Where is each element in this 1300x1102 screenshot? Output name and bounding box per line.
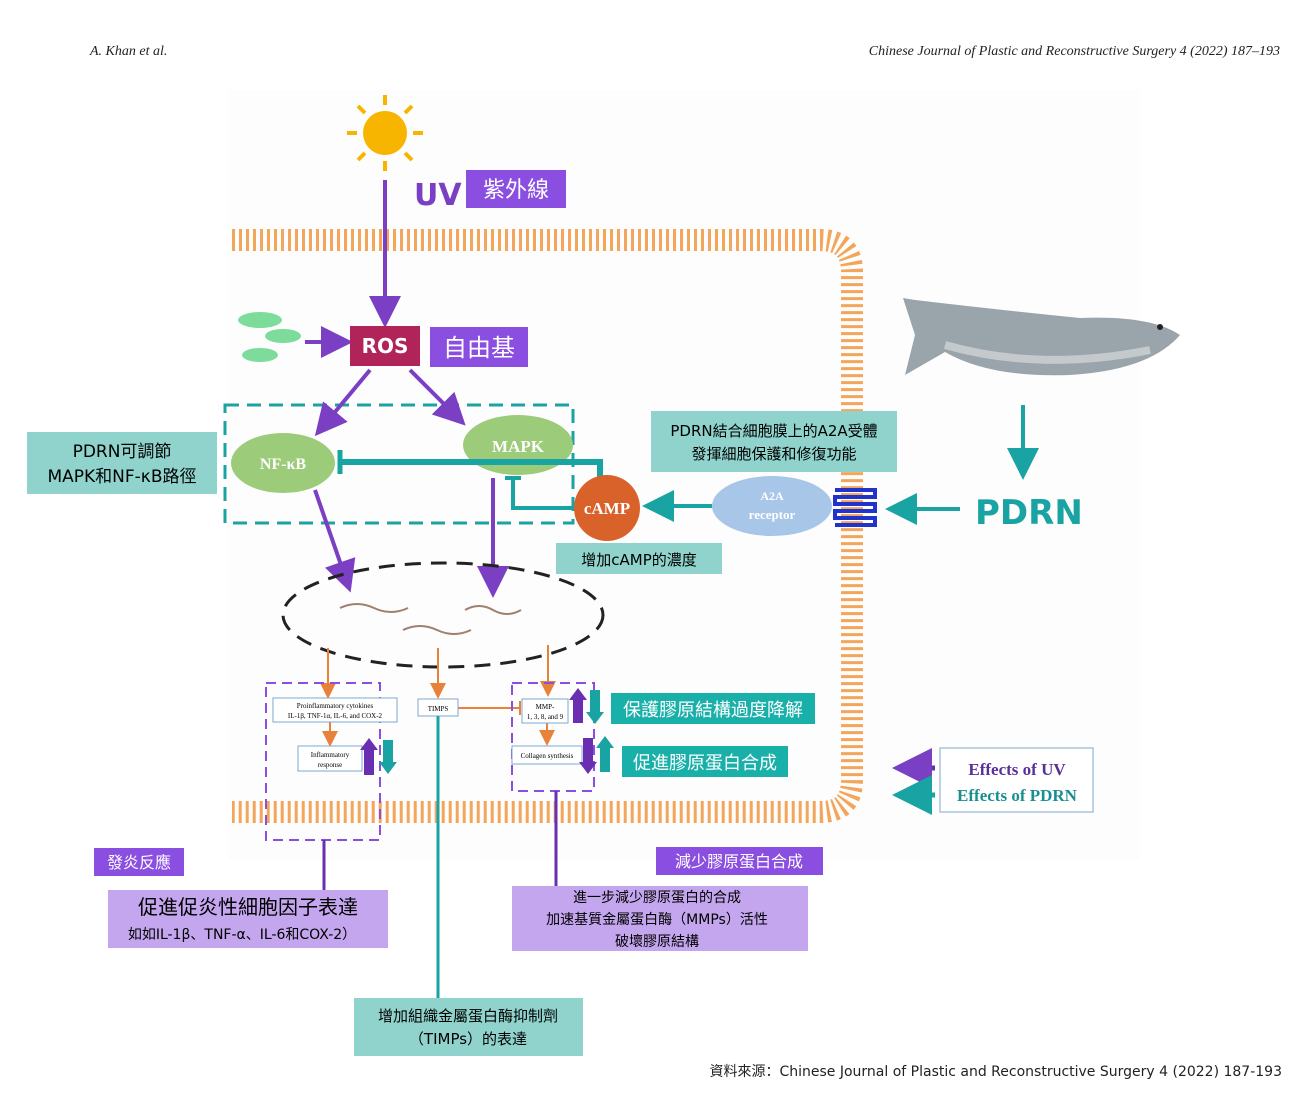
- reduce-more-text-1: 進一步減少膠原蛋白的合成: [573, 889, 741, 906]
- salmon-fish-image: [903, 298, 1180, 376]
- uv-zh-box: [466, 170, 566, 208]
- pdrn-label: PDRN: [975, 493, 1083, 533]
- ros-zh-label: 自由基: [443, 334, 515, 362]
- protect-collagen-box: [611, 693, 815, 724]
- reduce-more-text-3: 破壞膠原結構: [615, 934, 699, 950]
- collagen-box: [511, 682, 595, 792]
- reduce-more-text-2: 加速基質金屬蛋白酶（MMPs）活性: [546, 911, 768, 928]
- nfkb-label: NF-κB: [260, 456, 307, 473]
- a2a-transmembrane-icon: [833, 488, 877, 527]
- cytokines-label-2: IL-1β, TNF-1α, IL-6, and COX-2: [288, 712, 383, 720]
- timps-label: TIMPS: [428, 705, 449, 713]
- reduce-collagen-box: [656, 847, 823, 875]
- inflammation-zh-box: [94, 848, 184, 876]
- pdrn-binds-text-1: PDRN結合細胞膜上的A2A受體: [670, 422, 877, 440]
- cytokine-examples-text: 如如IL-1β、TNF-α、IL-6和COX-2）: [128, 927, 356, 943]
- pdrn-binds-text-2: 發揮細胞保護和修復功能: [691, 445, 856, 463]
- inflammation-zh-text: 發炎反應: [107, 853, 171, 872]
- protect-collagen-text: 保護膠原結構過度降解: [623, 700, 803, 721]
- receptor-label: receptor: [749, 507, 796, 522]
- sun-icon: [347, 95, 423, 171]
- ros-zh-box: [430, 327, 528, 367]
- legend-uv-label: Effects of UV: [968, 760, 1066, 779]
- a2a-label: A2A: [760, 489, 784, 503]
- nfkb-to-nucleus-arrow: [313, 489, 356, 593]
- promote-collagen-text: 促進膠原蛋白合成: [633, 753, 777, 774]
- header-author: A. Khan et al.: [90, 44, 168, 59]
- camp-increase-text: 增加cAMP的濃度: [581, 551, 697, 569]
- nucleus: [281, 561, 605, 669]
- mmp-label-1: MMP-: [536, 703, 555, 711]
- dna-icon: [339, 603, 522, 635]
- reduce-collagen-text: 減少膠原蛋白合成: [675, 852, 803, 871]
- cytokines-box: [272, 697, 398, 723]
- timps-increase-text-1: 增加組織金屬蛋白酶抑制劑: [378, 1007, 558, 1025]
- cytokines-label-1: Proinflammatory cytokines: [297, 702, 374, 710]
- mitochondria-icon: [238, 312, 301, 362]
- timps-increase-box: [354, 998, 583, 1056]
- legend-box: [939, 747, 1094, 813]
- ros-label: ROS: [362, 334, 409, 358]
- pdrn-modulates-text-2: MAPK和NF-κB路徑: [47, 467, 196, 487]
- a2a-receptor-node: [712, 476, 832, 536]
- promote-cytokines-box: [108, 890, 388, 948]
- legend-pdrn-label: Effects of PDRN: [957, 786, 1078, 805]
- promote-collagen-box: [622, 746, 788, 777]
- inflammatory-box: [297, 745, 363, 772]
- camp-inhibits-mapk: [511, 478, 578, 510]
- uv-zh-label: 紫外線: [483, 178, 549, 203]
- collagen-synthesis-box: [511, 745, 583, 765]
- camp-label: cAMP: [584, 499, 630, 518]
- pdrn-binds-box: [651, 411, 897, 472]
- uv-label: UV: [414, 178, 462, 213]
- mapk-label: MAPK: [492, 437, 545, 456]
- mmp-box: [521, 698, 569, 724]
- ros-to-nfkb-arrow: [314, 368, 372, 437]
- camp-increase-box: [556, 543, 722, 574]
- timps-increase-text-2: （TIMPs）的表達: [409, 1030, 527, 1048]
- reduce-more-box: [512, 886, 808, 951]
- header-journal: Chinese Journal of Plastic and Reconstru…: [868, 44, 1280, 59]
- pdrn-modulates-text-1: PDRN可調節: [73, 442, 172, 462]
- inflammatory-label-2: response: [318, 761, 343, 769]
- promote-cytokines-text: 促進促炎性細胞因子表達: [138, 895, 358, 919]
- ros-box: [350, 326, 420, 366]
- pdrn-modulates-box: [27, 432, 217, 494]
- ros-to-mapk-arrow: [408, 368, 466, 426]
- collagen-synthesis-label: Collagen synthesis: [521, 752, 574, 760]
- source-citation: 資料來源：Chinese Journal of Plastic and Reco…: [709, 1064, 1282, 1080]
- inflammatory-label-1: Inflammatory: [311, 751, 350, 759]
- nfkb-node: [231, 433, 335, 493]
- mmp-label-2: 1, 3, 8, and 9: [527, 713, 564, 721]
- effect-arrows: [360, 688, 614, 775]
- camp-node: [574, 475, 640, 541]
